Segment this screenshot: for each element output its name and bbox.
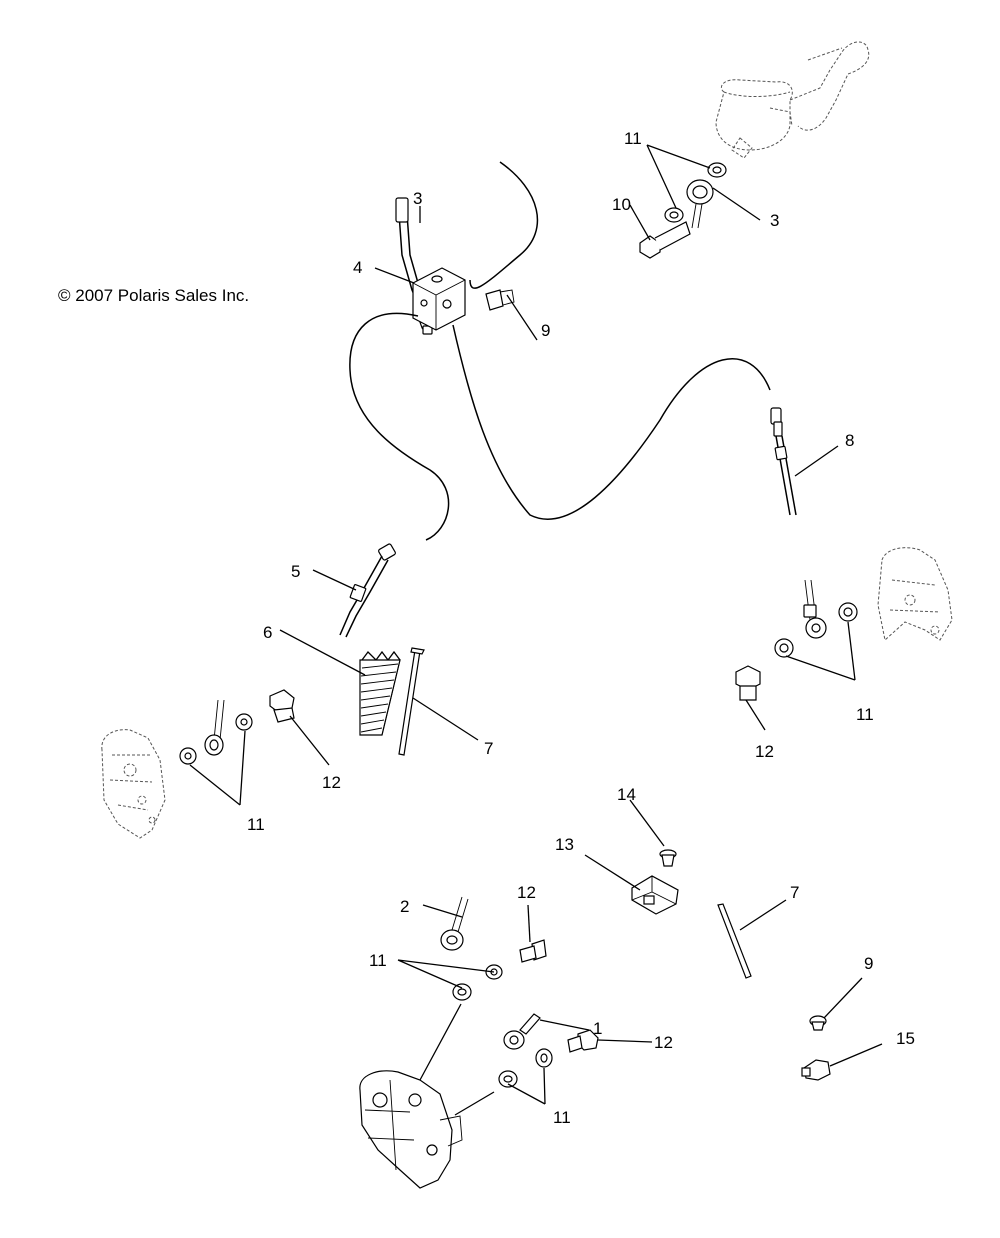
copyright-text: © 2007 Polaris Sales Inc. xyxy=(58,286,249,305)
callout-11-right-washers: 11 xyxy=(856,705,874,724)
callout-11-upper-washers: 11 xyxy=(624,129,642,148)
callout-9-lower: 9 xyxy=(864,954,873,973)
banjo-bolt-12-right xyxy=(735,665,761,701)
callout-7-lower-pin: 7 xyxy=(790,883,799,902)
callout-labels: 3 11 10 3 4 9 8 5 6 7 12 11 12 11 14 13 … xyxy=(247,129,915,1127)
callout-14-screw: 14 xyxy=(617,785,636,804)
callout-11-left-washers: 11 xyxy=(247,815,265,834)
callout-10-banjo-bolt: 10 xyxy=(612,195,631,214)
leader-lines xyxy=(189,144,883,1116)
banjo-assembly-left xyxy=(179,699,253,765)
screw-14 xyxy=(659,849,677,867)
callout-12-lower-bolt: 12 xyxy=(654,1033,673,1052)
callout-2-brake-line: 2 xyxy=(400,897,409,916)
callout-5-brake-line: 5 xyxy=(291,562,300,581)
banjo-assembly-2 xyxy=(440,896,503,1001)
caliper-right xyxy=(877,547,953,641)
callout-13-clip: 13 xyxy=(555,835,574,854)
callout-11-middle-washers: 11 xyxy=(369,951,387,970)
distribution-block xyxy=(412,267,466,331)
pin-7-lower xyxy=(717,903,752,979)
brake-line-8-fitting xyxy=(770,407,797,516)
hose-upper-run xyxy=(469,161,539,289)
hose-left-run xyxy=(349,312,450,541)
callout-12-right-bolt: 12 xyxy=(755,742,774,761)
callout-4-block: 4 xyxy=(353,258,362,277)
bleeder-screw-9-lower xyxy=(809,1015,827,1031)
callout-3-upper-hose: 3 xyxy=(413,189,422,208)
banjo-bolt-12-middle xyxy=(519,939,547,963)
crush-washers-upper xyxy=(664,162,727,223)
callout-8-brake-line: 8 xyxy=(845,431,854,450)
callout-9-upper: 9 xyxy=(541,321,550,340)
hose-right-run xyxy=(452,324,771,520)
callout-12-middle-bolt: 12 xyxy=(517,883,536,902)
banjo-assembly-1 xyxy=(498,1013,553,1088)
callout-11-lower-washers: 11 xyxy=(553,1108,571,1127)
banjo-bolt-12-lower xyxy=(567,1029,599,1053)
caliper-left xyxy=(101,729,166,839)
caliper-lower xyxy=(359,1070,463,1189)
callout-6-spring: 6 xyxy=(263,623,272,642)
spring-6 xyxy=(359,650,401,736)
banjo-assembly-right xyxy=(774,579,858,658)
banjo-bolt-12-left xyxy=(269,689,295,723)
bleeder-screw-9-upper xyxy=(485,289,515,311)
banjo-bolt-10 xyxy=(639,221,691,259)
bracket-15 xyxy=(801,1059,831,1081)
callout-15-bracket: 15 xyxy=(896,1029,915,1048)
callout-1-brake-line: 1 xyxy=(593,1019,602,1038)
banjo-fitting-3-upper xyxy=(686,179,714,229)
callout-3-banjo-fitting: 3 xyxy=(770,211,779,230)
callout-12-left-bolt: 12 xyxy=(322,773,341,792)
brake-line-5-fitting xyxy=(339,543,396,638)
callout-7-upper-pin: 7 xyxy=(484,739,493,758)
pin-7-upper xyxy=(398,647,425,756)
master-cylinder xyxy=(715,41,870,159)
clip-13 xyxy=(631,875,679,915)
